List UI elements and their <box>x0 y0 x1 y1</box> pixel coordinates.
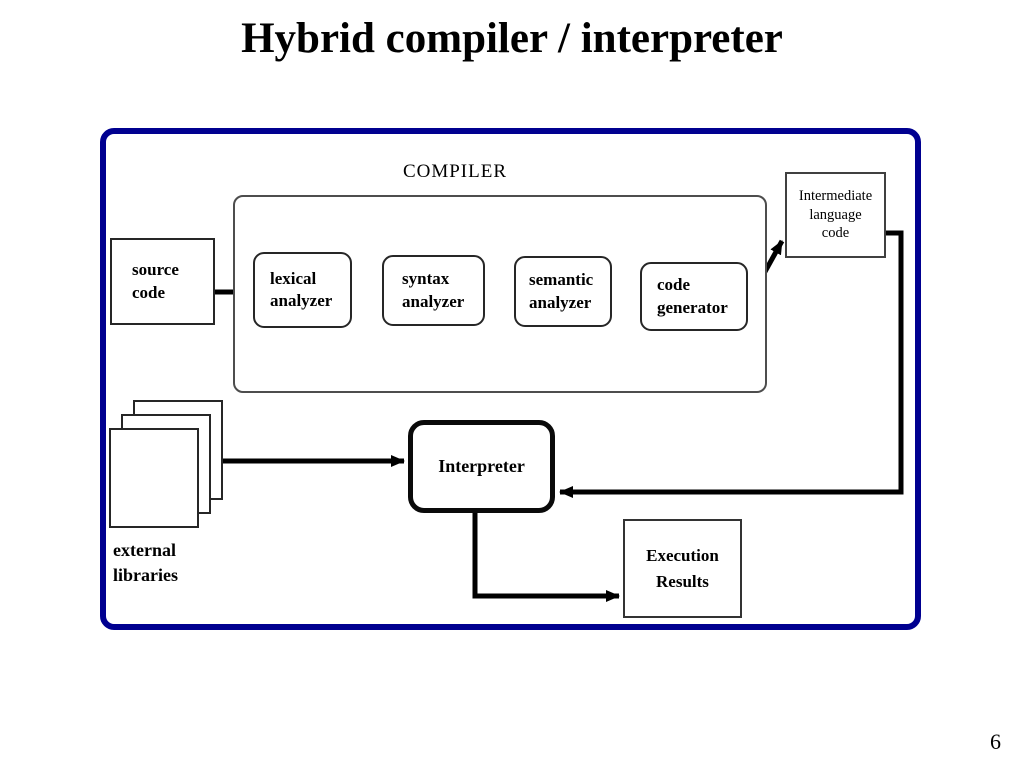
node-intermediate-language-code-label: Intermediate language code <box>798 187 873 242</box>
node-interpreter: Interpreter <box>408 420 555 513</box>
node-code-generator-label: code generator <box>657 275 728 317</box>
page-number: 6 <box>990 729 1001 754</box>
node-syntax-analyzer: syntax analyzer <box>382 255 485 326</box>
node-execution-results-label: Execution Results <box>646 546 719 591</box>
node-source-code: source code <box>110 238 215 325</box>
node-code-generator: code generator <box>640 262 748 331</box>
external-libraries-page-front-icon <box>109 428 199 528</box>
node-syntax-analyzer-label: syntax analyzer <box>402 269 465 311</box>
compiler-group-label: COMPILER <box>402 161 508 182</box>
slide-title: Hybrid compiler / interpreter <box>241 15 783 62</box>
node-lexical-analyzer: lexical analyzer <box>253 252 352 328</box>
node-lexical-analyzer-label: lexical analyzer <box>270 268 333 310</box>
node-source-code-label: source code <box>132 260 179 302</box>
node-intermediate-language-code: Intermediate language code <box>785 172 886 258</box>
external-libraries-label: external libraries <box>113 540 178 586</box>
node-semantic-analyzer: semantic analyzer <box>514 256 612 327</box>
node-execution-results: Execution Results <box>623 519 742 618</box>
node-semantic-analyzer-label: semantic analyzer <box>529 270 594 312</box>
node-interpreter-label: Interpreter <box>438 455 525 476</box>
